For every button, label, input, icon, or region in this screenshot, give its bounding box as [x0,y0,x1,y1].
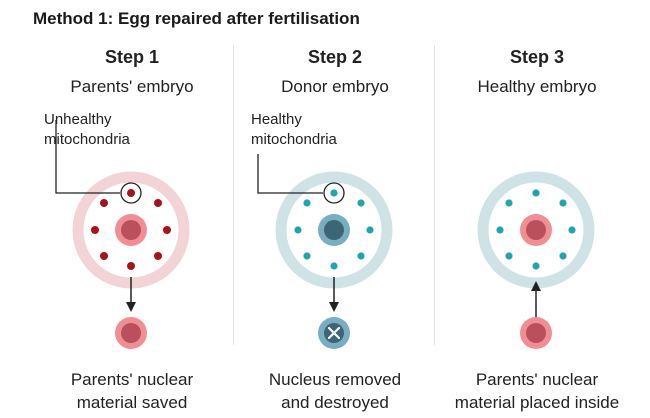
callout-leader-line [55,120,120,194]
unhealthy-mitochondria-label: Unhealthy mitochondria [44,111,130,148]
healthy-embryo [477,171,595,349]
step-1-heading: Step 1 [104,47,160,67]
healthy-mitochondria-label: Healthy mitochondria [251,111,337,148]
step-2-heading: Step 2 [307,47,363,67]
diagram-title: Method 1: Egg repaired after fertilisati… [33,9,360,28]
healthy-mitochondria-dots [496,189,576,270]
column-divider [233,45,234,345]
donor-embryo [257,154,393,349]
step-1-subtitle: Parents' embryo [70,77,194,96]
healthy-mitochondria-dots [294,189,374,270]
column-divider [434,45,435,345]
step-2-caption: Nucleus removed and destroyed [268,370,402,412]
callout-leader-line [257,154,323,194]
step-1-caption: Parents' nuclear material saved [70,370,194,412]
mitochondria-highlight-ring [323,182,345,204]
cross-icon [327,326,341,340]
unhealthy-mitochondria-dots [91,189,171,270]
step-3-caption: Parents' nuclear material placed inside [454,370,620,412]
step-3-subtitle: Healthy embryo [477,77,597,96]
step-3-heading: Step 3 [509,47,565,67]
parents-embryo [55,120,190,349]
mitochondria-highlight-ring [120,182,142,204]
step-2-subtitle: Donor embryo [281,77,389,96]
